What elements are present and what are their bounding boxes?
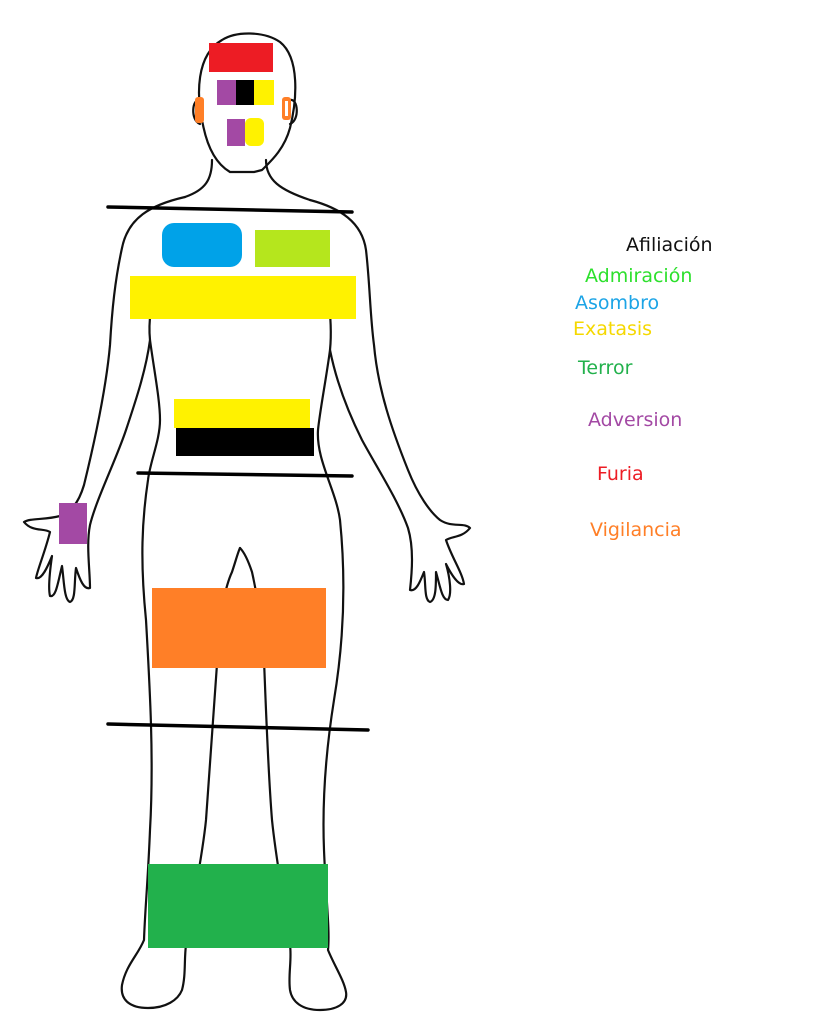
legend-terror: Terror [578,357,633,379]
marker-forehead-furia [209,43,273,72]
marker-belly-afiliacion [176,428,314,456]
division-lines [106,205,370,732]
body-outline [22,32,472,1012]
marker-feet-terror [148,864,328,948]
legend-asombro: Asombro [575,292,660,314]
division-line-neck [106,205,354,214]
marker-hand-adversion [59,503,87,544]
neck-right-outline [264,158,312,202]
marker-chest-right-admiracion [255,230,330,267]
right-body-outline [238,198,472,1012]
emotion-markers [59,43,356,948]
marker-thighs-vigilancia [152,588,326,668]
division-line-waist [136,471,354,478]
marker-belly-exatasis [174,399,310,428]
marker-right-ear-inner [285,101,288,116]
division-line-knees [106,722,370,732]
legend-admiracion: Admiración [585,265,693,287]
marker-mouth-adversion [227,119,245,146]
legend-exatasis: Exatasis [573,318,653,340]
legend-furia: Furia [597,463,644,485]
legend-afiliacion: Afiliación [626,234,713,256]
marker-left-ear-vigilancia [195,97,204,123]
marker-mouth-exatasis [245,118,264,146]
left-body-outline [22,195,242,1010]
right-ear-outline [288,98,298,126]
legend-adversion: Adversion [588,409,683,431]
head-outline [197,32,297,174]
marker-chest-band-exatasis [130,276,356,319]
marker-right-eye-exatasis [254,80,274,105]
legend-vigilancia: Vigilancia [590,519,682,541]
marker-left-eye-adversion [217,80,236,105]
marker-center-eye-afiliacion [236,80,254,105]
neck-left-outline [183,158,214,199]
marker-chest-left-asombro [162,223,242,267]
